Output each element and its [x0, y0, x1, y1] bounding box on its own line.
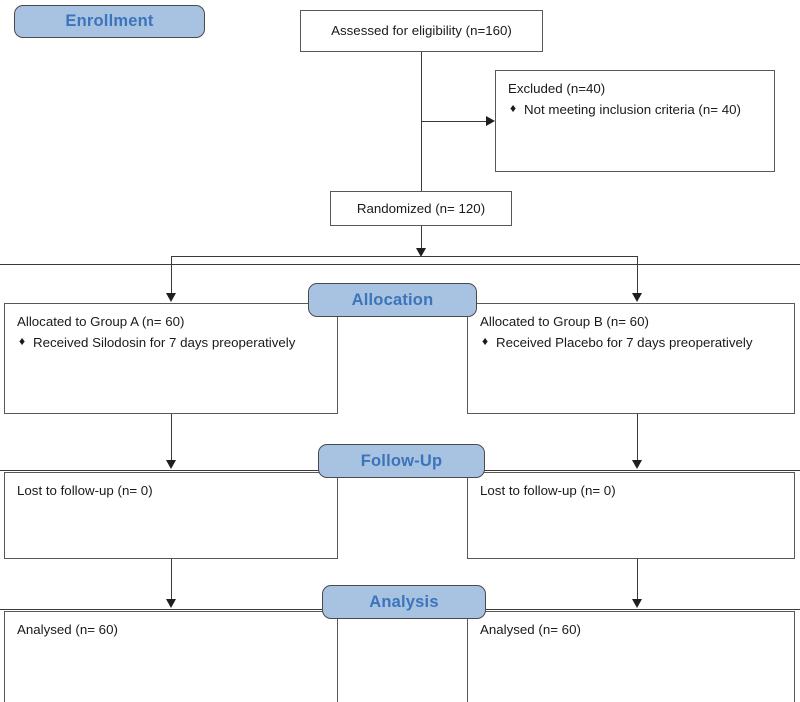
stage-pill-analysis: Analysis: [322, 585, 486, 619]
node-analysed-group-a-title: Analysed (n= 60): [17, 622, 118, 637]
stage-pill-followup: Follow-Up: [318, 444, 485, 478]
node-assessed-title: Assessed for eligibility (n=160): [331, 23, 512, 39]
node-excluded: Excluded (n=40) ♦ Not meeting inclusion …: [495, 70, 775, 172]
node-randomized-title: Randomized (n= 120): [356, 200, 486, 216]
list-item-label: Not meeting inclusion criteria (n= 40): [524, 101, 741, 117]
stage-pill-allocation-label: Allocation: [351, 290, 434, 309]
list-item-label: Received Placebo for 7 days preoperative…: [496, 334, 753, 350]
node-excluded-bullets: ♦ Not meeting inclusion criteria (n= 40): [508, 101, 762, 119]
node-allocated-group-a-bullets: ♦ Received Silodosin for 7 days preopera…: [17, 334, 325, 352]
stage-pill-enrollment-label: Enrollment: [65, 12, 154, 30]
stage-pill-followup-label: Follow-Up: [360, 451, 443, 470]
connector-followup-a-to-analysis: [171, 559, 172, 603]
stage-pill-analysis-label: Analysis: [369, 592, 439, 611]
node-allocated-group-a-title: Allocated to Group A (n= 60): [17, 314, 185, 329]
list-item: ♦ Not meeting inclusion criteria (n= 40): [508, 101, 762, 119]
list-item-label: Received Silodosin for 7 days preoperati…: [33, 334, 296, 350]
connector-allocation-split: [0, 264, 800, 265]
bullet-icon: ♦: [19, 333, 26, 348]
node-followup-group-b-title: Lost to follow-up (n= 0): [480, 483, 616, 498]
connector-assessed-to-excluded: [421, 121, 486, 122]
stage-pill-enrollment: Enrollment: [14, 5, 205, 38]
node-analysed-group-b: Analysed (n= 60): [467, 611, 795, 702]
node-analysed-group-b-title: Analysed (n= 60): [480, 622, 581, 637]
node-followup-group-a: Lost to follow-up (n= 0): [4, 472, 338, 559]
connector-split-right-arm: [421, 256, 638, 257]
arrowhead-to-excluded: [486, 116, 495, 126]
arrowhead-randomized-split: [415, 248, 426, 257]
node-followup-group-b: Lost to follow-up (n= 0): [467, 472, 795, 559]
connector-randomized-down: [421, 226, 422, 255]
arrowhead-analysis-group-b: [631, 599, 642, 608]
node-excluded-title: Excluded (n=40): [508, 81, 606, 96]
connector-group-b-to-followup: [637, 414, 638, 463]
list-item: ♦ Received Silodosin for 7 days preopera…: [17, 334, 325, 352]
node-allocated-group-b: Allocated to Group B (n= 60) ♦ Received …: [467, 303, 795, 414]
arrowhead-analysis-group-a: [165, 599, 176, 608]
arrowhead-group-a-followup: [165, 460, 176, 469]
bullet-icon: ♦: [510, 100, 517, 115]
connector-split-to-group-a: [171, 256, 172, 298]
connector-split-to-group-b: [637, 256, 638, 298]
connector-split-left-arm: [171, 256, 422, 257]
node-analysed-group-a: Analysed (n= 60): [4, 611, 338, 702]
list-item: ♦ Received Placebo for 7 days preoperati…: [480, 334, 782, 352]
connector-followup-b-to-analysis: [637, 559, 638, 603]
node-allocated-group-b-title: Allocated to Group B (n= 60): [480, 314, 649, 329]
arrowhead-to-group-b: [631, 293, 642, 302]
stage-pill-allocation: Allocation: [308, 283, 477, 317]
node-followup-group-a-title: Lost to follow-up (n= 0): [17, 483, 153, 498]
node-assessed-for-eligibility: Assessed for eligibility (n=160): [300, 10, 543, 52]
bullet-icon: ♦: [482, 333, 489, 348]
node-allocated-group-b-bullets: ♦ Received Placebo for 7 days preoperati…: [480, 334, 782, 352]
node-randomized: Randomized (n= 120): [330, 191, 512, 226]
connector-group-a-to-followup: [171, 414, 172, 463]
node-allocated-group-a: Allocated to Group A (n= 60) ♦ Received …: [4, 303, 338, 414]
arrowhead-group-b-followup: [631, 460, 642, 469]
arrowhead-to-group-a: [165, 293, 176, 302]
